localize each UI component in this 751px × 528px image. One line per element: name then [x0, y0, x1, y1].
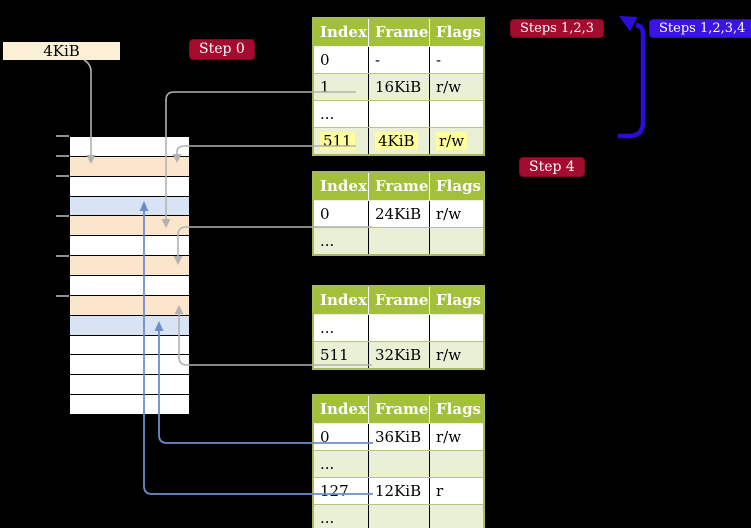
- cell-flags: [429, 315, 483, 341]
- cell-flags: [429, 451, 483, 477]
- cell-frame: -: [368, 47, 429, 73]
- highlight: 4KiB: [375, 132, 418, 150]
- cell-frame: 12KiB: [368, 478, 429, 504]
- memory-address-tick: [56, 215, 69, 217]
- memory-row-5: [70, 235, 189, 256]
- steps-1234-badge: Steps 1,2,3,4: [649, 19, 751, 38]
- cell-index: ...: [320, 509, 335, 527]
- memory-row-2: [70, 175, 189, 196]
- cell-flags: r/w: [429, 74, 483, 100]
- table-row: ...: [314, 504, 483, 528]
- cell-index: ...: [320, 232, 335, 250]
- header-frame: Frame: [368, 287, 429, 314]
- table-header-row: Index Frame Flags: [314, 396, 483, 424]
- step0-badge: Step 0: [189, 39, 255, 60]
- table-row: ...: [314, 100, 483, 127]
- memory-row-8: [70, 294, 189, 315]
- header-frame: Frame: [368, 19, 429, 46]
- memory-row-4: [70, 215, 189, 236]
- cell-frame: 4KiB: [368, 128, 429, 154]
- physical-memory-column: [69, 136, 190, 415]
- header-index: Index: [320, 177, 367, 195]
- cell-frame: [368, 228, 429, 254]
- header-frame: Frame: [368, 396, 429, 423]
- memory-row-9: [70, 314, 189, 335]
- cell-frame: [368, 101, 429, 127]
- cell-flags: -: [429, 47, 483, 73]
- loop-back-arrow: [618, 16, 646, 139]
- cell-flags: r: [429, 478, 483, 504]
- table-row: 0 36KiB r/w: [314, 424, 483, 450]
- header-flags: Flags: [429, 19, 483, 46]
- header-index: Index: [320, 400, 367, 418]
- cell-flags: [429, 505, 483, 528]
- header-index: Index: [320, 23, 367, 41]
- header-flags: Flags: [429, 173, 483, 200]
- page-table-4: Index Frame Flags 0 36KiB r/w ... 127 12…: [312, 394, 485, 528]
- table-header-row: Index Frame Flags: [314, 19, 483, 47]
- memory-row-10: [70, 334, 189, 355]
- table-row: 1 16KiB r/w: [314, 73, 483, 100]
- table-header-row: Index Frame Flags: [314, 173, 483, 201]
- memory-row-3: [70, 195, 189, 216]
- table-row: 0 - -: [314, 47, 483, 73]
- memory-row-12: [70, 374, 189, 395]
- cell-index: 511: [314, 128, 368, 154]
- table-row: 0 24KiB r/w: [314, 201, 483, 227]
- memory-address-tick: [56, 155, 69, 157]
- step4-badge: Step 4: [519, 157, 585, 177]
- cell-frame: 24KiB: [368, 201, 429, 227]
- page-table-1: Index Frame Flags 0 - - 1 16KiB r/w ... …: [312, 17, 485, 156]
- table-row: 511 32KiB r/w: [314, 341, 483, 368]
- cell-index: 127: [320, 482, 349, 500]
- page-table-3: Index Frame Flags ... 511 32KiB r/w: [312, 285, 485, 370]
- cell-index: ...: [320, 455, 335, 473]
- memory-address-tick: [56, 255, 69, 257]
- memory-row-13: [70, 394, 189, 415]
- cell-index: 511: [320, 346, 349, 364]
- memory-address-tick: [56, 175, 69, 177]
- cell-index: 1: [320, 78, 330, 96]
- cell-frame: 36KiB: [368, 424, 429, 450]
- header-index: Index: [320, 291, 367, 309]
- cell-flags: r/w: [429, 342, 483, 368]
- cell-index: 0: [320, 428, 330, 446]
- table-row: ...: [314, 315, 483, 341]
- cell-flags: r/w: [429, 128, 483, 154]
- steps-123-badge: Steps 1,2,3: [510, 19, 605, 38]
- cell-index: ...: [320, 105, 335, 123]
- cell-index: ...: [320, 319, 335, 337]
- memory-address-tick: [56, 135, 69, 137]
- cell-frame: [368, 315, 429, 341]
- cell-frame: 16KiB: [368, 74, 429, 100]
- highlight: 511: [320, 132, 355, 150]
- table-header-row: Index Frame Flags: [314, 287, 483, 315]
- memory-row-1: [70, 155, 189, 176]
- table-row: ...: [314, 227, 483, 254]
- header-flags: Flags: [429, 396, 483, 423]
- cell-index: 0: [320, 51, 330, 69]
- cell-flags: [429, 101, 483, 127]
- memory-address-tick: [56, 295, 69, 297]
- table-row: 127 12KiB r: [314, 477, 483, 504]
- cell-index: 0: [320, 205, 330, 223]
- cell-frame: [368, 451, 429, 477]
- page-table-2: Index Frame Flags 0 24KiB r/w ...: [312, 171, 485, 256]
- cell-frame: [368, 505, 429, 528]
- cell-flags: r/w: [429, 424, 483, 450]
- header-flags: Flags: [429, 287, 483, 314]
- memory-row-7: [70, 275, 189, 295]
- memory-row-6: [70, 255, 189, 276]
- header-frame: Frame: [368, 173, 429, 200]
- table-row: ...: [314, 450, 483, 477]
- cell-frame: 32KiB: [368, 342, 429, 368]
- cell-flags: r/w: [429, 201, 483, 227]
- memory-row-11: [70, 354, 189, 375]
- cell-flags: [429, 228, 483, 254]
- page-size-label: 4KiB: [3, 42, 120, 60]
- highlight: r/w: [436, 132, 468, 150]
- memory-row-0: [70, 137, 189, 156]
- table-row-highlighted: 511 4KiB r/w: [314, 127, 483, 154]
